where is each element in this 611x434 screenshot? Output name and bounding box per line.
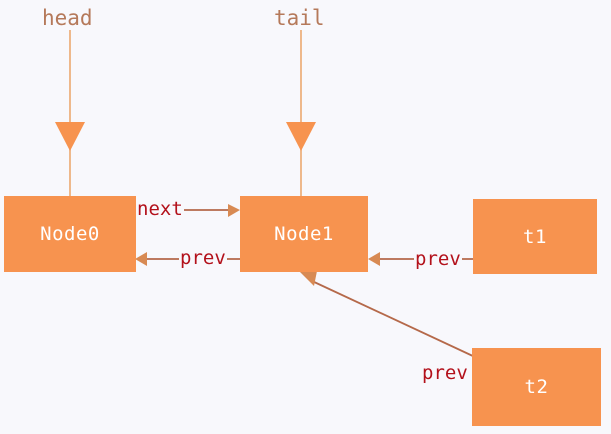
edge-label-next-node0-node1: next [136,198,184,220]
next-arrowhead-icon [228,204,240,217]
node-label-node0: Node0 [40,223,100,245]
node-box-t1[interactable]: t1 [473,199,597,274]
edge-label-prev-node1-node0: prev [179,247,227,269]
prev-t1-arrowhead-icon [368,252,380,266]
pointer-label-head: head [42,6,93,30]
tail-arrowhead-icon [286,122,316,151]
node-label-t2-overlay: t2 [524,376,549,398]
node-box-node0[interactable]: Node0 [4,196,136,272]
head-arrowhead-icon [55,122,85,151]
pointer-label-tail: tail [274,6,325,30]
node-box-node1[interactable]: Node1 [240,196,368,272]
prev-t2-edge-line [311,280,476,358]
prev-node1-arrowhead-icon [135,252,147,266]
edge-label-prev-t2-node1: prev [421,362,469,384]
node-label-node1: Node1 [274,223,334,245]
node-label-t1: t1 [523,225,547,248]
node-box-t2-overlay[interactable]: t2 [472,348,601,426]
edge-label-prev-t1-node1: prev [414,248,462,270]
